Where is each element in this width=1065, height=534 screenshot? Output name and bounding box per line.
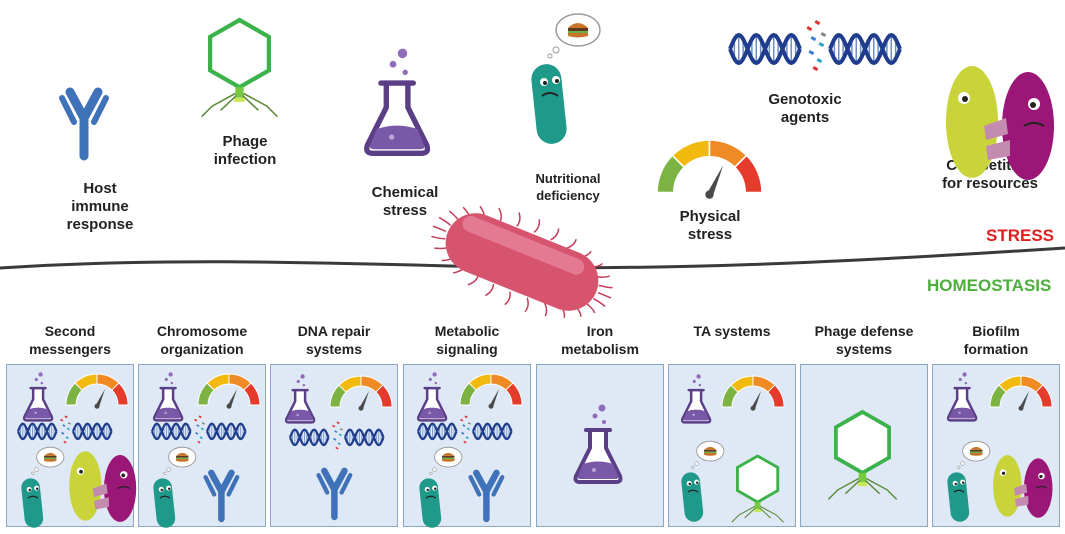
label-genotoxic-agents: Genotoxic agents: [768, 91, 842, 126]
dna-icon: [150, 415, 247, 444]
gauge-icon: [65, 373, 129, 409]
panel-title: Biofilm formation: [963, 323, 1029, 357]
panel-title: Second messengers: [29, 323, 111, 357]
central-bacterium-icon: [431, 205, 613, 319]
label-nutritional-deficiency: Nutritional deficiency: [535, 171, 601, 203]
dna-icon: [728, 20, 902, 72]
homeostasis-label: HOMEOSTASIS: [927, 276, 1052, 295]
label-chemical-stress: Chemical stress: [371, 184, 439, 219]
gauge-icon: [329, 375, 393, 411]
dna-icon: [16, 415, 113, 444]
flask-icon: [22, 372, 54, 422]
panel-title: DNA repair systems: [297, 323, 371, 357]
flask-icon: [946, 372, 978, 422]
phage-icon: [201, 17, 278, 118]
competition-icon: [993, 455, 1053, 518]
gauge-icon: [989, 375, 1053, 411]
phage-icon: [731, 454, 784, 523]
panel-title: TA systems: [693, 323, 771, 339]
flask-icon: [680, 374, 712, 424]
bacterium-icon: [419, 446, 463, 528]
stress-label: STRESS: [986, 226, 1055, 245]
panel-title: Phage defense systems: [814, 323, 914, 357]
label-host-immune: Host immune response: [66, 180, 134, 233]
flask-icon: [284, 374, 316, 424]
panel-title: Chromosome organization: [156, 323, 248, 357]
bacterium-icon: [947, 440, 991, 522]
antibody-icon: [203, 469, 240, 523]
competition-icon: [946, 66, 1054, 180]
panel-title: Metabolic signaling: [434, 323, 500, 357]
gauge-icon: [197, 373, 261, 409]
bacterium-icon: [21, 446, 65, 528]
gauge-icon: [459, 373, 523, 409]
label-physical-stress: Physical stress: [679, 208, 741, 243]
flask-icon: [152, 372, 184, 422]
bacterium-icon: [153, 446, 197, 528]
gauge-icon: [656, 139, 763, 199]
flask-icon: [364, 48, 431, 157]
dna-icon: [416, 415, 513, 444]
gauge-icon: [721, 375, 785, 411]
flask-icon: [416, 372, 448, 422]
phage-icon: [827, 409, 898, 500]
antibody-icon: [468, 469, 505, 523]
competition-icon: [69, 451, 137, 522]
panel-title: Iron metabolism: [561, 323, 639, 357]
antibody-icon: [59, 87, 109, 161]
antibody-icon: [316, 467, 353, 521]
bacterium-icon: [681, 440, 725, 522]
flask-icon: [573, 404, 623, 484]
dna-icon: [288, 421, 385, 450]
label-phage-infection: Phage infection: [213, 133, 277, 168]
bacterium-icon: [531, 13, 601, 144]
